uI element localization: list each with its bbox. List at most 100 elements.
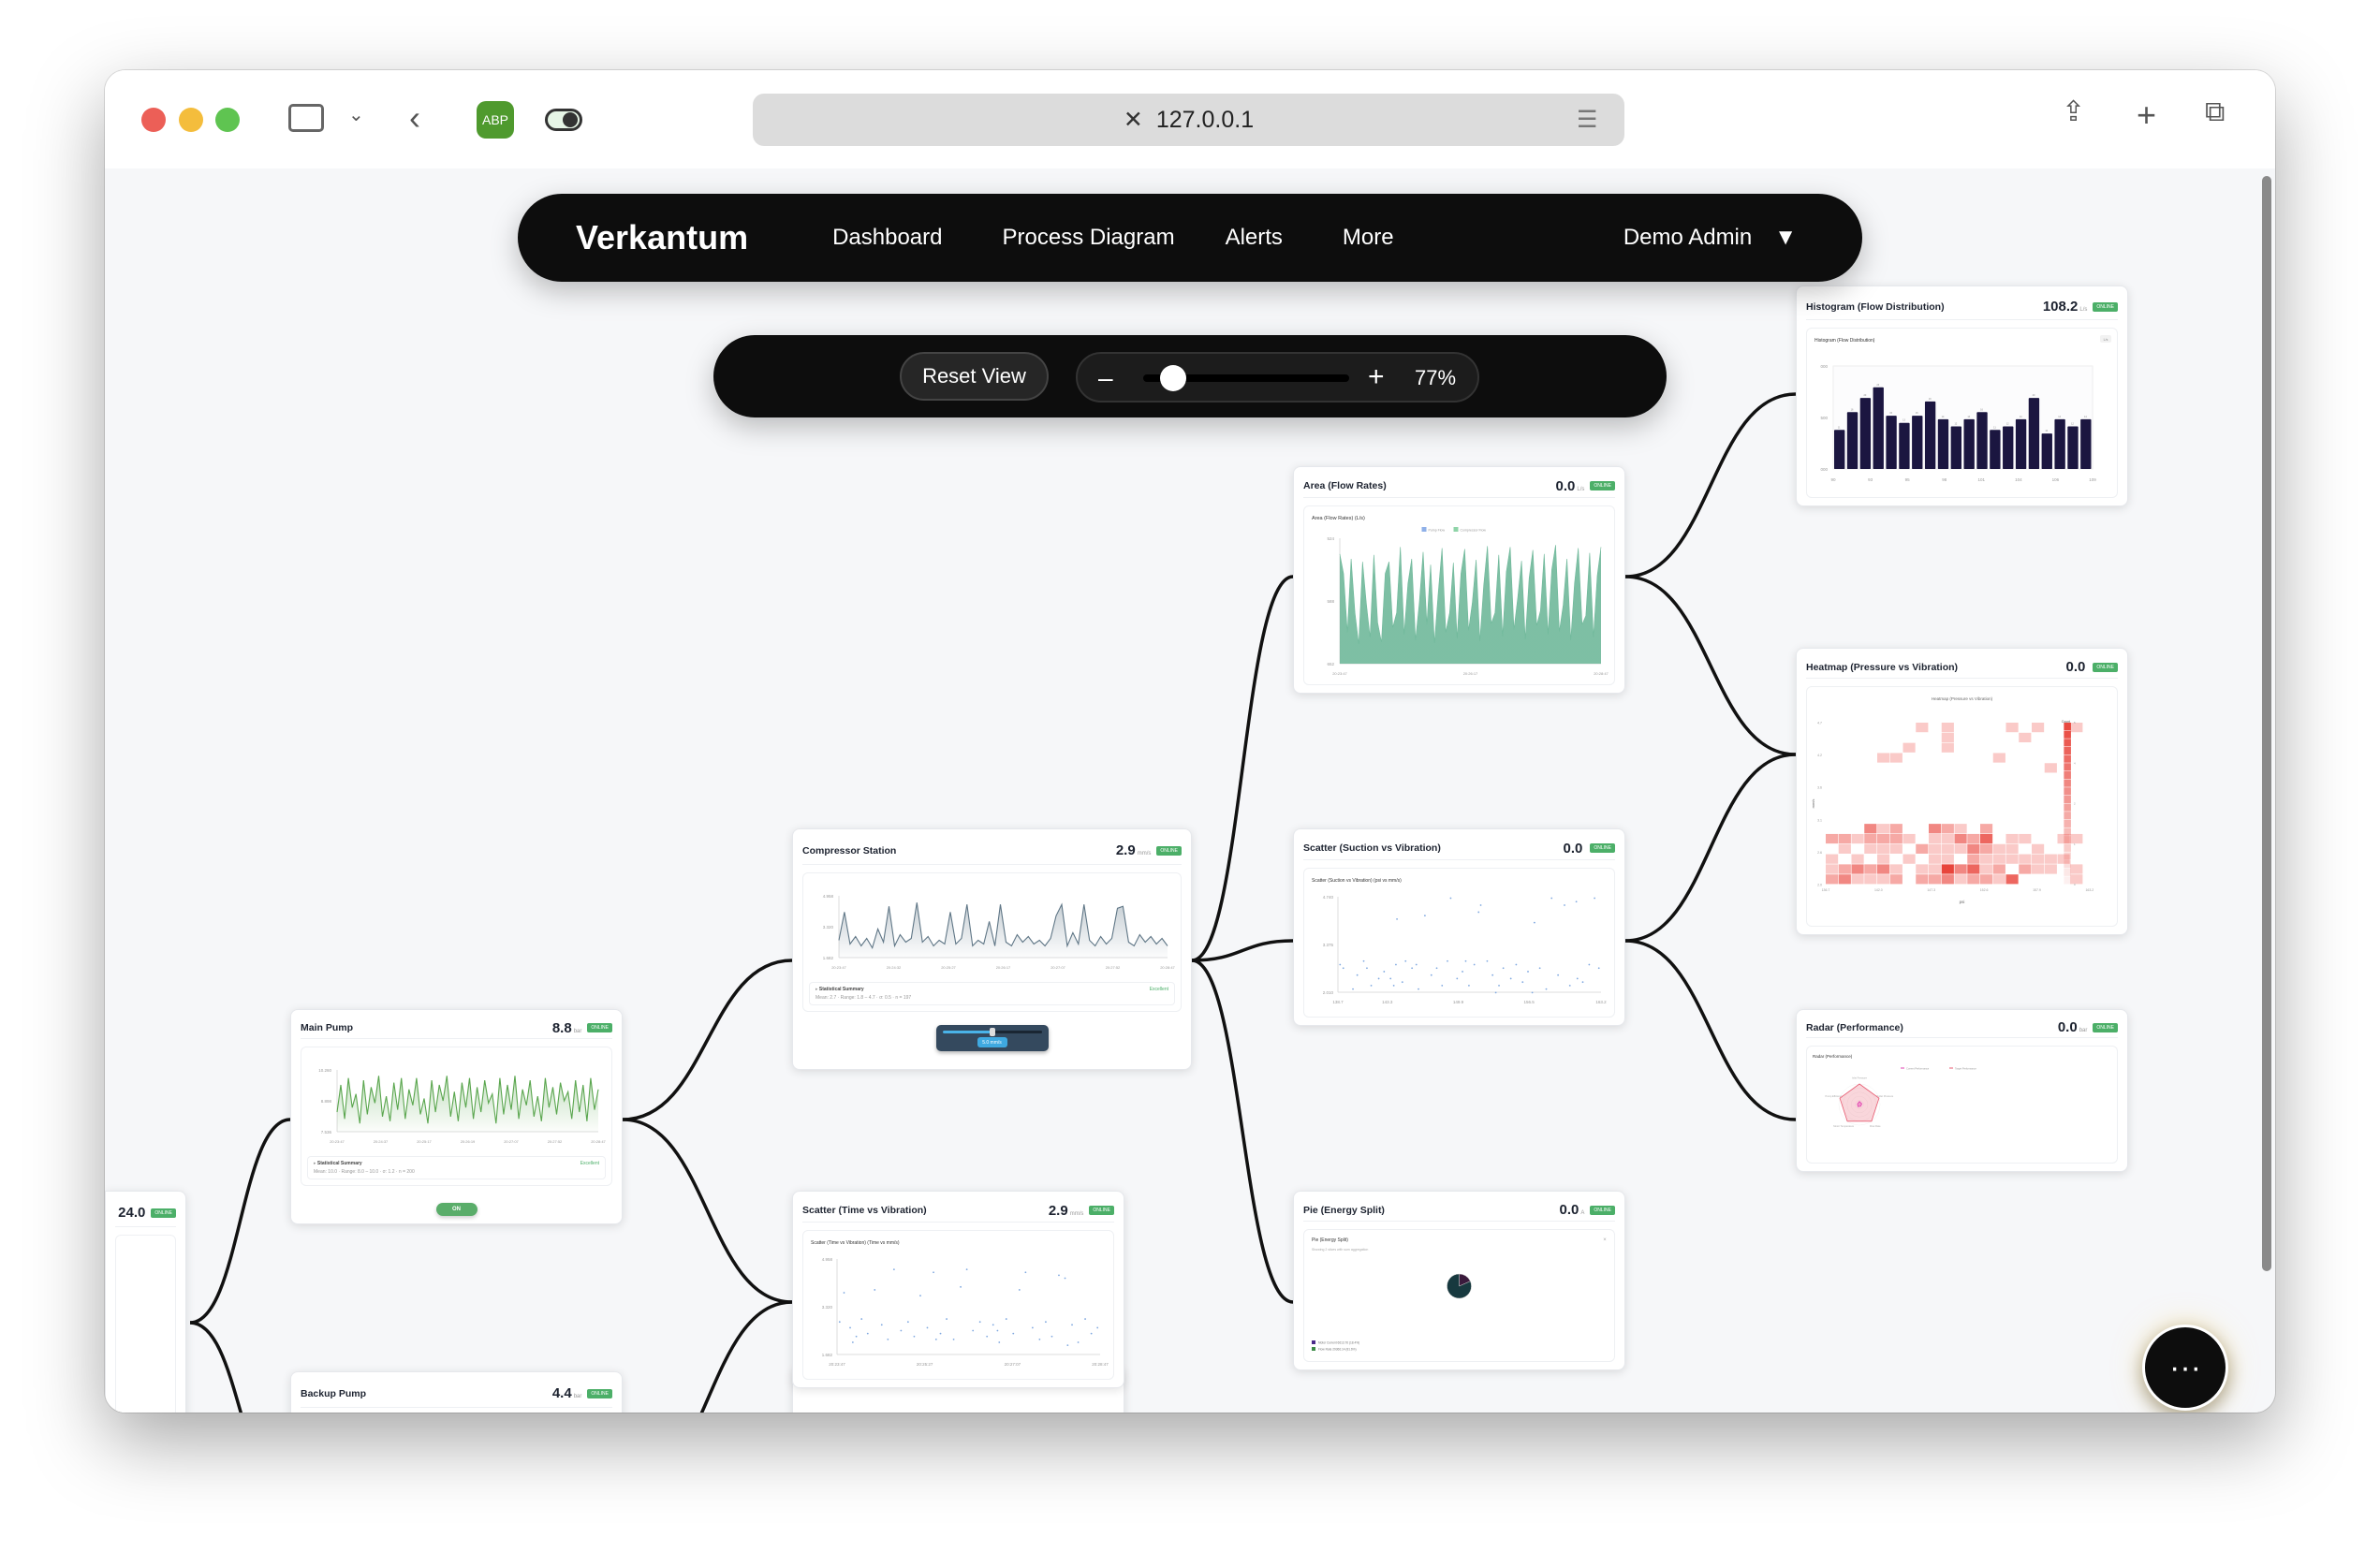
bar-label: 12 <box>2071 422 2074 425</box>
close-icon: × <box>1603 1237 1607 1243</box>
scatter-point <box>1515 963 1518 966</box>
reset-view-button[interactable]: Reset View <box>900 352 1049 401</box>
zoom-slider[interactable] <box>1143 374 1349 382</box>
zoom-window-button[interactable] <box>215 108 240 132</box>
radar-grid <box>1846 1091 1873 1118</box>
scatter-point <box>1594 897 1596 900</box>
chart-container: Scatter (Suction vs Vibration) (psi vs m… <box>1303 868 1615 1018</box>
tabs-overview-icon[interactable]: ⧉ <box>2205 96 2226 127</box>
scatter-point <box>1557 974 1560 976</box>
vertical-scrollbar[interactable] <box>2262 176 2271 1271</box>
scatter-point <box>986 1335 989 1338</box>
minimize-window-button[interactable] <box>179 108 203 132</box>
x-tick-label: 20:27:52 <box>1106 965 1121 970</box>
heatmap-cell <box>1916 723 1929 733</box>
legend-swatch <box>1312 1347 1315 1351</box>
y-tick-label: 588 <box>1327 599 1334 604</box>
nav-process-diagram[interactable]: Process Diagram <box>1002 225 1175 250</box>
toggle-extension-icon[interactable] <box>545 109 582 131</box>
scatter-point <box>860 1318 863 1320</box>
heatmap-cell <box>1967 854 1980 864</box>
card-title: Scatter (Suction vs Vibration) <box>1303 842 1441 854</box>
reader-icon[interactable]: ☰ <box>1577 107 1598 133</box>
zoom-slider-handle[interactable] <box>1160 365 1186 391</box>
heatmap-cell <box>1864 833 1877 844</box>
scatter-point <box>1491 974 1494 976</box>
scatter-point <box>1415 963 1418 966</box>
close-window-button[interactable] <box>141 108 166 132</box>
y-tick-label: 000 <box>1820 364 1828 369</box>
card-unit: L/s <box>1577 486 1585 492</box>
adblock-extension-icon[interactable]: ABP <box>477 101 514 139</box>
heatmap-cell <box>1903 833 1916 844</box>
address-bar[interactable]: ✕ 127.0.0.1 ☰ <box>753 94 1624 146</box>
y-tick-label: 500 <box>1820 416 1828 420</box>
nav-alerts[interactable]: Alerts <box>1225 225 1283 250</box>
sidebar-toggle-icon[interactable] <box>288 104 324 132</box>
heatmap-cell <box>1889 833 1903 844</box>
heatmap-cell <box>1851 854 1864 864</box>
scatter-point <box>1430 974 1432 976</box>
heatmap-cell <box>1838 833 1851 844</box>
x-tick-label: 136.7 <box>1822 888 1830 892</box>
heatmap-cell <box>1980 833 1993 844</box>
pie-slice <box>1447 1273 1472 1299</box>
summary-title: Statistical Summary <box>316 1161 362 1167</box>
slider-track[interactable] <box>942 1028 1042 1036</box>
chevron-down-icon[interactable]: ⌄ <box>348 105 364 125</box>
x-tick-label: 20:23:47 <box>1332 671 1347 676</box>
new-tab-icon[interactable]: + <box>2137 95 2157 134</box>
setpoint-slider[interactable]: 5.0 mm/s <box>935 1025 1049 1051</box>
brand-logo[interactable]: Verkantum <box>576 218 749 256</box>
card-value: 2.9 <box>1115 842 1136 858</box>
scatter-point <box>1370 985 1373 987</box>
nav-more[interactable]: More <box>1342 225 1394 250</box>
heatmap-cell <box>1967 833 1980 844</box>
histogram-bar <box>1886 416 1897 469</box>
scatter-point <box>1342 967 1344 970</box>
scatter-point <box>1527 971 1529 973</box>
bar-label: 14 <box>2058 416 2061 418</box>
heatmap-cell <box>1889 864 1903 874</box>
pump-toggle-button[interactable]: ON <box>435 1203 477 1216</box>
legend-label: Target Performance <box>1955 1067 1976 1071</box>
back-icon[interactable]: ‹ <box>409 98 420 137</box>
heatmap-cell <box>2070 723 2083 733</box>
colorbar-tick: 1 <box>2074 842 2076 846</box>
heatmap-cell <box>2032 864 2045 874</box>
user-menu[interactable]: Demo Admin▼ <box>1623 225 1797 251</box>
x-tick-label: 20:23:47 <box>330 1139 345 1144</box>
bar-label: 15 <box>1916 412 1918 415</box>
chart-title: Heatmap (Pressure vs Vibration) <box>1932 696 1993 701</box>
card-title: Area (Flow Rates) <box>1303 480 1387 491</box>
heatmap-cell <box>1941 843 1954 854</box>
zoom-out-button[interactable]: – <box>1098 363 1113 392</box>
heatmap-cell <box>1992 843 2005 854</box>
legend-label: Pump Flow <box>1429 529 1446 533</box>
share-icon[interactable]: ⇪ <box>2062 96 2086 127</box>
y-tick-label: 4.958 <box>823 894 834 899</box>
zoom-in-button[interactable]: + <box>1368 361 1385 392</box>
more-actions-button[interactable]: ··· <box>2142 1325 2228 1411</box>
card-title: Compressor Station <box>802 844 897 857</box>
scatter-point <box>1597 967 1600 970</box>
slider-handle[interactable] <box>989 1028 995 1036</box>
nav-dashboard[interactable]: Dashboard <box>832 225 943 250</box>
status-badge: ONLINE <box>2093 301 2118 312</box>
